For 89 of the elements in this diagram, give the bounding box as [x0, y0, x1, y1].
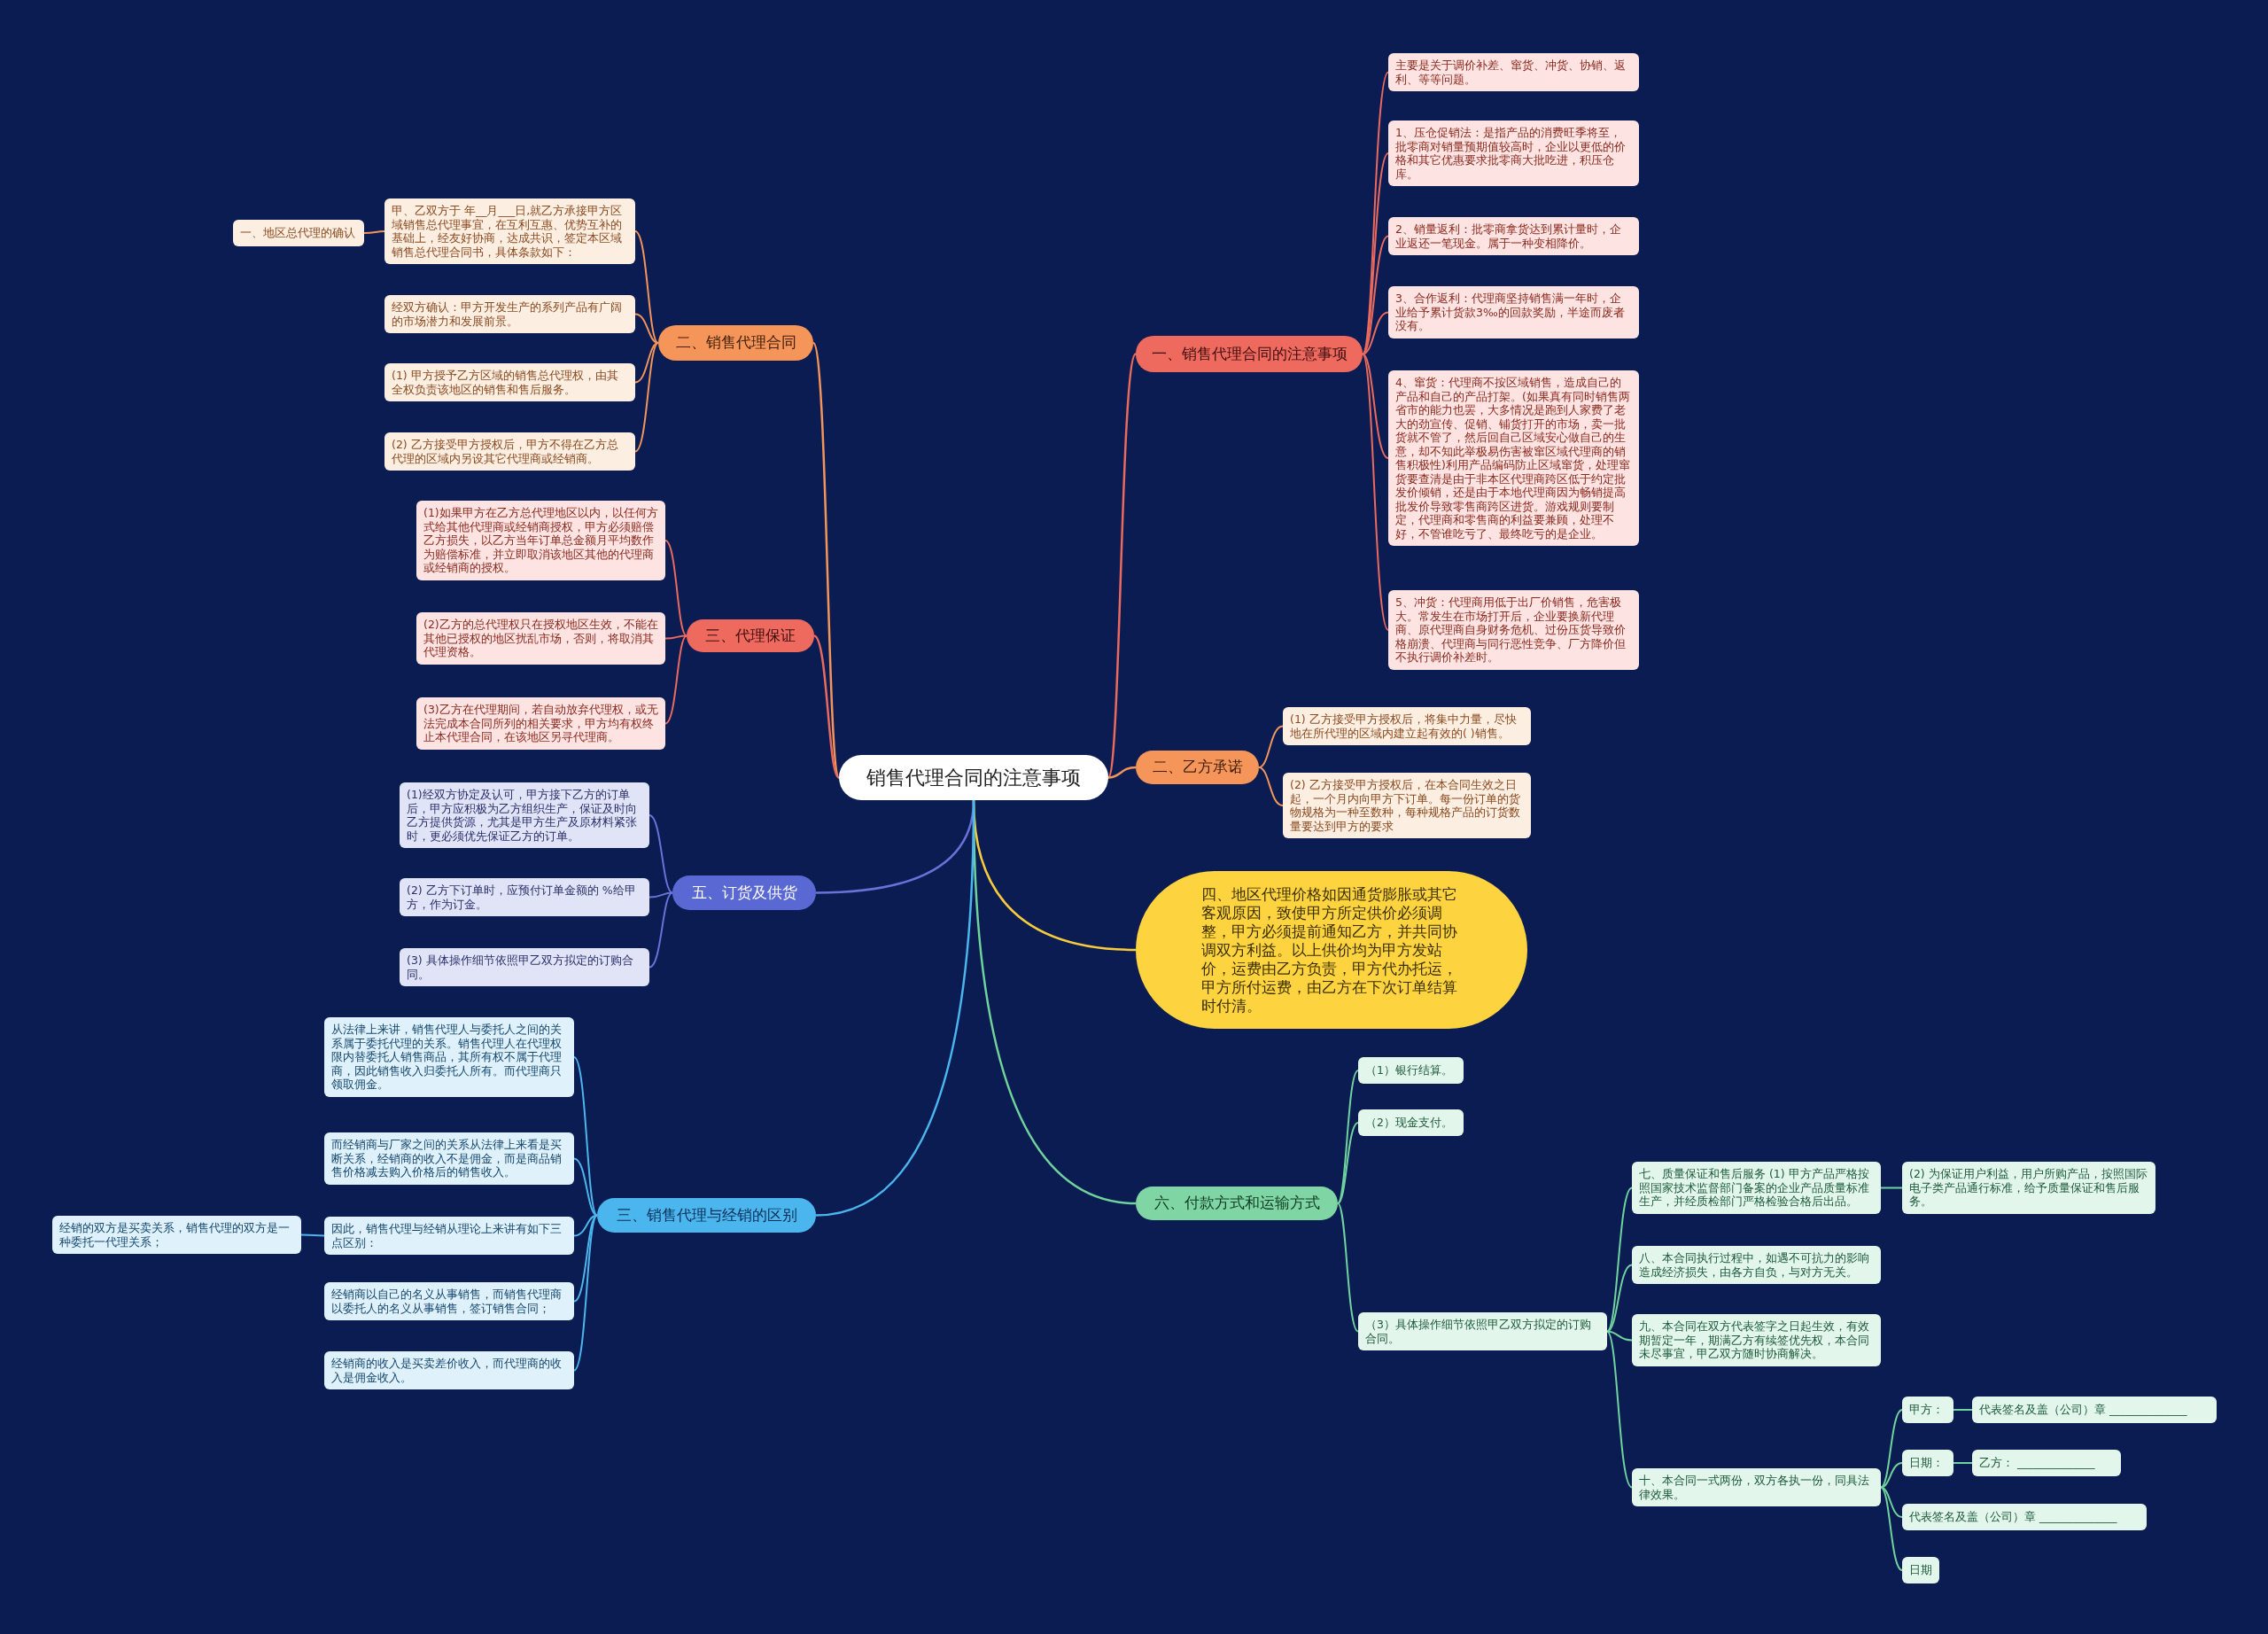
branch-topic: 五、订货及供货: [672, 875, 816, 910]
note-card: 因此，销售代理与经销从理论上来讲有如下三点区别：: [324, 1217, 574, 1255]
branch-topic: 六、付款方式和运输方式: [1136, 1187, 1338, 1220]
note-card: 日期: [1902, 1557, 1939, 1583]
note-card: 代表签名及盖（公司）章 ______________: [1902, 1504, 2147, 1530]
connector-line: [1107, 766, 1137, 779]
connector-line: [300, 1233, 325, 1237]
connector-line: [1953, 1409, 1973, 1411]
note-card: 甲、乙双方于 年__月___日,就乙方承接甲方区域销售总代理事宜，在互利互惠、优势互补的基础上，经友好协商，达成共识，签定本区域销售总代理合同书，具体条款如下：: [384, 198, 635, 264]
note-card: 甲方：: [1902, 1397, 1953, 1423]
connector-line: [634, 313, 659, 344]
note-card: 而经销商与厂家之间的关系从法律上来看是买断关系，经销商的收入不是佣金，而是商品销售价格减去购入价格后的销售收入。: [324, 1132, 574, 1185]
connector-line: [1606, 1330, 1633, 1489]
connector-line: [573, 1214, 598, 1237]
note-card: (1)经双方协定及认可，甲方接下乙方的订单后，甲方应积极为乙方组织生产，保证及时向乙方提供货源，尤其是甲方生产及原材料紧张时，更必须优先保证乙方的订单。: [400, 782, 649, 848]
note-card: （1）银行结算。: [1358, 1057, 1464, 1084]
note-card: 4、窜货：代理商不按区域销售，造成自己的产品和自己的产品打架。(如果真有同时销售两省市的能力也罢，大多情况是跑到人家费了老大的劲宣传、促销、铺货打开的市场，卖一批货就不管了，然后回自己区域安心做自己的生意，却不知此举极易伤害被窜区域代理商的销售积极性)利用产品编码防止区域窜货，处理窜货要查清是由于非本区代理商跨区低于约定批发价倾销，还是由于本地代理商因为畅销提高批发价导致零售商跨区进货。游戏规则要制定，代理商和零售商的利益要兼顾，处理不好，不管谁吃亏了、最终吃亏的是企业。: [1388, 370, 1639, 546]
connector-line: [363, 230, 385, 234]
note-card: 日期：: [1902, 1450, 1953, 1476]
connector-line: [664, 540, 687, 637]
connector-line: [1880, 1486, 1903, 1518]
connector-line: [1362, 311, 1389, 355]
branch-topic: 三、销售代理与经销的区别: [597, 1198, 816, 1233]
note-card: 主要是关于调价补差、窜货、冲货、协销、返利、等等问题。: [1388, 53, 1639, 91]
connector-line: [649, 891, 673, 969]
connector-line: [1880, 1486, 1903, 1571]
note-card: (3) 具体操作细节依照甲乙双方拟定的订购合同。: [400, 948, 649, 986]
note-card: 十、本合同一式两份，双方各执一份，同具法律效果。: [1632, 1468, 1881, 1506]
connector-line: [634, 342, 659, 384]
note-card: 七、质量保证和售后服务 (1) 甲方产品严格按照国家技术监督部门备案的企业产品质量标准生产，并经质检部门严格检验合格后出品。: [1632, 1162, 1881, 1214]
connector-line: [664, 634, 687, 640]
connector-line: [1362, 235, 1389, 355]
connector-line: [1362, 353, 1389, 631]
note-card: (2) 乙方下订单时，应预付订单金额的 %给甲方，作为订金。: [400, 878, 649, 916]
note-card: (2) 乙方接受甲方授权后，甲方不得在乙方总代理的区域内另设其它代理商或经销商。: [384, 432, 635, 471]
connector-line: [815, 800, 975, 1217]
note-card: (1) 乙方接受甲方授权后，将集中力量，尽快地在所代理的区域内建立起有效的( )销售。: [1283, 707, 1531, 745]
note-card: 1、压仓促销法：是指产品的消费旺季将至，批零商对销量预期值较高时，企业以更低的价格和其它优惠要求批零商大批吃进，积压仓库。: [1388, 121, 1639, 186]
note-card: (1)如果甲方在乙方总代理地区以内，以任何方式给其他代理商或经销商授权，甲方必须赔偿乙方损失，以乙方当年订单总金额月平均数作为赔偿标准，并立即取消该地区其他的代理商或经销商的授权。: [416, 501, 665, 580]
note-card: (2) 乙方接受甲方授权后，在本合同生效之日起，一个月内向甲方下订单。每一份订单的货物规格为一种至数种，每种规格产品的订货数量要达到甲方的要求: [1283, 773, 1531, 838]
note-card: （3）具体操作细节依照甲乙双方拟定的订购合同。: [1358, 1312, 1607, 1350]
central-topic: 销售代理合同的注意事项: [839, 755, 1108, 800]
note-card: (2) 为保证用户利益，用户所购产品，按照国际电子类产品通行标准，给予质量保证和售后服务。: [1902, 1162, 2155, 1214]
connector-line: [573, 1157, 598, 1217]
connector-line: [1606, 1187, 1633, 1333]
connector-line: [1258, 766, 1284, 806]
note-card: 3、合作返利：代理商坚持销售满一年时，企业给予累计货款3‰的回款奖励，半途而废者没有。: [1388, 286, 1639, 338]
branch-topic: 二、销售代理合同: [658, 325, 813, 361]
connector-line: [1880, 1462, 1903, 1489]
note-card: (3)乙方在代理期间，若自动放弃代理权，或无法完成本合同所列的相关要求，甲方均有权终止本代理合同，在该地区另寻代理商。: [416, 697, 665, 750]
branch-topic: 一、销售代理合同的注意事项: [1136, 336, 1363, 372]
note-card: 2、销量返利：批零商拿货达到累计量时，企业返还一笔现金。属于一种变相降价。: [1388, 217, 1639, 255]
note-card: (1) 甲方授予乙方区域的销售总代理权，由其全权负责该地区的销售和售后服务。: [384, 363, 635, 401]
note-card: （2）现金支付。: [1358, 1109, 1464, 1136]
connector-line: [1337, 1122, 1359, 1204]
connector-line: [573, 1214, 598, 1303]
note-card: 5、冲货：代理商用低于出厂价销售，危害极大。常发生在市场打开后，企业要换新代理商、原代理商自身财务危机、过份压货导致价格崩溃、代理商与同行恶性竞争、厂方降价但不执行调价补差时。: [1388, 590, 1639, 670]
note-card: 经双方确认：甲方开发生产的系列产品有广阔的市场潜力和发展前景。: [384, 295, 635, 333]
connector-line: [1362, 353, 1389, 459]
connector-line: [1953, 1462, 1973, 1464]
note-card: 代表签名及盖（公司）章 ______________: [1972, 1397, 2217, 1423]
connector-line: [649, 891, 673, 899]
branch-topic: 二、乙方承诺: [1136, 751, 1259, 784]
note-card: 经销商以自己的名义从事销售，而销售代理商以委托人的名义从事销售，签订销售合同；: [324, 1282, 574, 1320]
note-card: 从法律上来讲，销售代理人与委托人之间的关系属于委托代理的关系。销售代理人在代理权限内替委托人销售商品，其所有权不属于代理商，因此销售收入归委托人所有。而代理商只领取佣金。: [324, 1017, 574, 1097]
connector-line: [1880, 1187, 1903, 1189]
connector-line: [573, 1214, 598, 1372]
highlight-topic: 四、地区代理价格如因通货膨胀或其它客观原因，致使甲方所定供价必须调整，甲方必须提前通知乙方，并共同协调双方利益。以上供价均为甲方发站价，运费由乙方负责，甲方代办托运，甲方所付运费，由乙方在下次订单结算时付清。: [1136, 871, 1527, 1029]
branch-topic: 三、代理保证: [687, 619, 814, 652]
connector-line: [649, 814, 673, 894]
connector-line: [634, 342, 659, 453]
connector-line: [813, 634, 840, 779]
connector-line: [1107, 354, 1138, 778]
connector-line: [573, 1056, 598, 1217]
note-card: 八、本合同执行过程中，如遇不可抗力的影响造成经济损失，由各方自负，与对方无关。: [1632, 1246, 1881, 1284]
connector-line: [1258, 725, 1284, 768]
connector-line: [812, 342, 841, 778]
note-card: 乙方： ______________: [1972, 1450, 2121, 1476]
connector-line: [1337, 1202, 1359, 1333]
connector-line: [634, 230, 659, 344]
note-card: 一、地区总代理的确认: [233, 220, 364, 246]
connector-line: [1606, 1330, 1633, 1342]
connector-line: [1606, 1264, 1633, 1333]
note-card: 经销商的收入是买卖差价收入，而代理商的收入是佣金收入。: [324, 1351, 574, 1389]
connector-line: [1880, 1409, 1903, 1489]
connector-line: [664, 634, 687, 725]
note-card: 九、本合同在双方代表签字之日起生效，有效期暂定一年，期满乙方有续签优先权，本合同未尽事宜，甲乙双方随时协商解决。: [1632, 1314, 1881, 1366]
note-card: (2)乙方的总代理权只在授权地区生效，不能在其他已授权的地区扰乱市场，否则，将取消其代理资格。: [416, 612, 665, 665]
note-card: 经销的双方是买卖关系，销售代理的双方是一种委托一代理关系；: [52, 1216, 301, 1254]
